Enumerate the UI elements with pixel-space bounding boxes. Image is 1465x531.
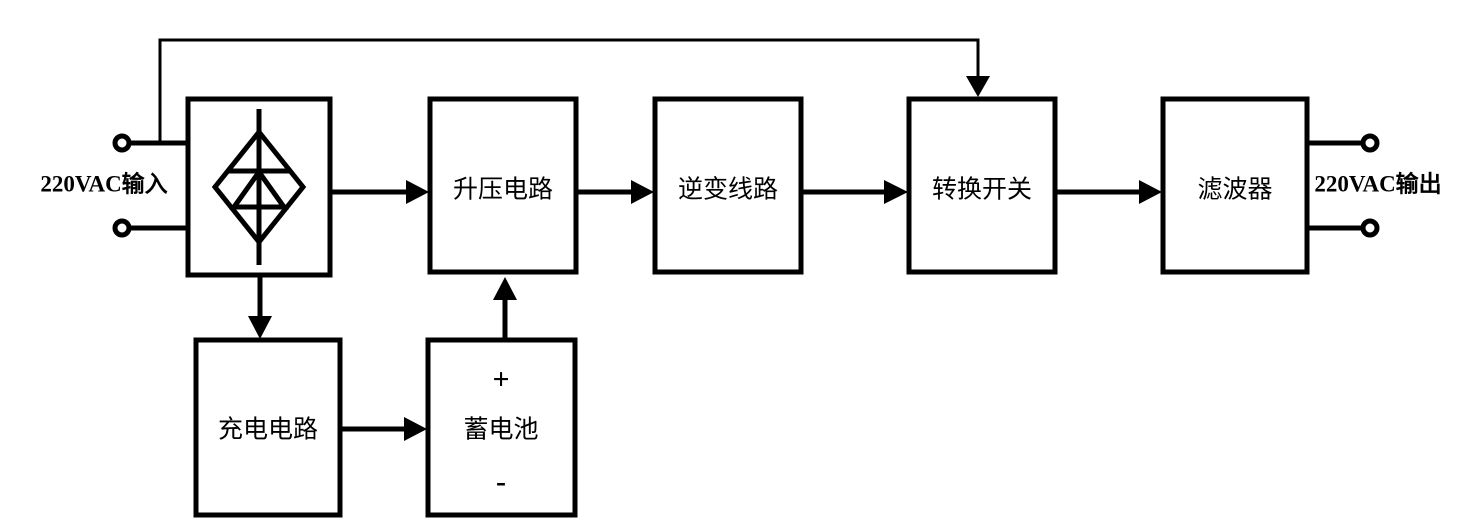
arrow-rectifier-to-charger [248, 316, 272, 339]
block-battery-label: 蓄电池 [463, 416, 538, 444]
arrow-charger-to-battery [404, 417, 427, 441]
block-boost-circuit-label: 升压电路 [453, 176, 553, 204]
input-terminal-top [112, 133, 132, 153]
bypass-arrow-head [966, 76, 990, 97]
output-label: 220VAC输出 [1314, 170, 1441, 196]
block-inverter-circuit[interactable] [652, 96, 804, 275]
block-boost-circuit[interactable] [427, 96, 579, 275]
battery-minus-label: - [496, 465, 506, 498]
output-terminal-top [1360, 133, 1380, 153]
arrow-battery-to-boost [493, 277, 517, 300]
arrow-boost-to-inverter [631, 180, 654, 204]
block-charging-circuit-label: 充电电路 [218, 416, 318, 444]
block-filter-label: 滤波器 [1197, 176, 1272, 204]
arrow-rectifier-to-boost [406, 180, 429, 204]
block-filter[interactable] [1160, 96, 1310, 275]
rectifier-diode-triangle-icon [229, 167, 289, 210]
battery-plus-label: + [492, 363, 509, 396]
arrow-inverter-to-transfer [884, 180, 908, 204]
arrow-transfer-to-filter [1139, 180, 1162, 204]
block-battery[interactable] [425, 337, 578, 518]
output-terminal-bottom [1360, 218, 1380, 238]
block-charging-circuit[interactable] [193, 337, 343, 518]
input-label: 220VAC输入 [40, 170, 167, 196]
block-transfer-switch-label: 转换开关 [932, 176, 1032, 204]
input-terminal-bottom [112, 218, 132, 238]
block-transfer-switch[interactable] [906, 96, 1058, 275]
block-inverter-circuit-label: 逆变线路 [678, 176, 778, 204]
bypass-line [158, 38, 980, 143]
